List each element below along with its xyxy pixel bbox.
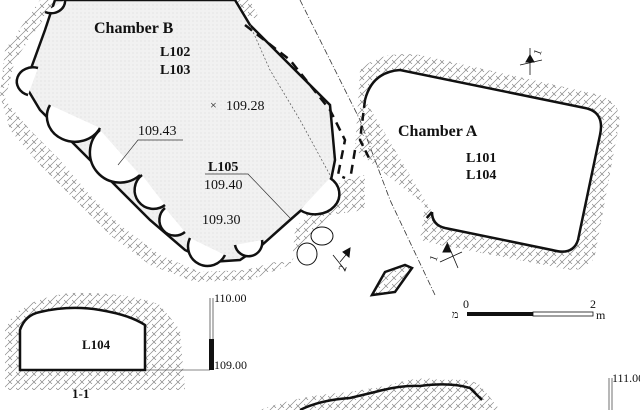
locus-label: L102 (160, 45, 190, 60)
elevation-label: 109.40 (204, 178, 243, 193)
leader-line (117, 139, 183, 166)
drip-line (249, 24, 331, 176)
wall-fragment (369, 263, 414, 297)
elevation-label: 109.28 (226, 99, 265, 114)
elevation-label: 109.43 (138, 124, 177, 139)
locus-label-l105: L105 (208, 160, 238, 175)
section-marker-label: 1 (428, 254, 441, 263)
scale-end: 2 (590, 297, 596, 311)
scale-start: 0 (463, 297, 469, 311)
section-marker-1-bottom (439, 241, 463, 269)
chamber-a-title: Chamber A (398, 123, 478, 140)
scale-unit: m (596, 308, 606, 322)
section-locus-label: L104 (82, 337, 111, 352)
level-top: 111.00 (612, 371, 640, 385)
chamber-a-outline (363, 68, 603, 253)
section-title: 1-1 (72, 386, 89, 401)
section-marker-label: 1 (532, 48, 545, 57)
boulders (296, 226, 334, 266)
level-top: 110.00 (214, 291, 247, 305)
chamber-b-niches (15, 0, 341, 268)
section-marker-label: 2 (337, 264, 350, 273)
scale-unit-hebrew: מ (452, 309, 459, 321)
chamber-b-title: Chamber B (94, 20, 174, 37)
chamber-a-entrance-dashed (358, 99, 433, 221)
leader-line (205, 173, 291, 219)
section-2-2: 111.00 (260, 371, 640, 410)
section-1-1: L104 110.00 109.00 1-1 (5, 291, 247, 401)
section-marker-2 (332, 247, 351, 271)
elevation-cross-icon: × (210, 98, 217, 112)
scale-bar: 0 2 m מ (452, 297, 606, 322)
locus-label: L104 (466, 168, 496, 183)
collapse-dashed-line (244, 24, 357, 181)
level-bottom: 109.00 (214, 358, 247, 372)
chamber-b-rock (0, 0, 365, 282)
locus-label: L101 (466, 151, 496, 166)
section-marker-1-top (519, 48, 543, 75)
locus-label: L103 (160, 63, 190, 78)
elevation-label: 109.30 (202, 213, 241, 228)
